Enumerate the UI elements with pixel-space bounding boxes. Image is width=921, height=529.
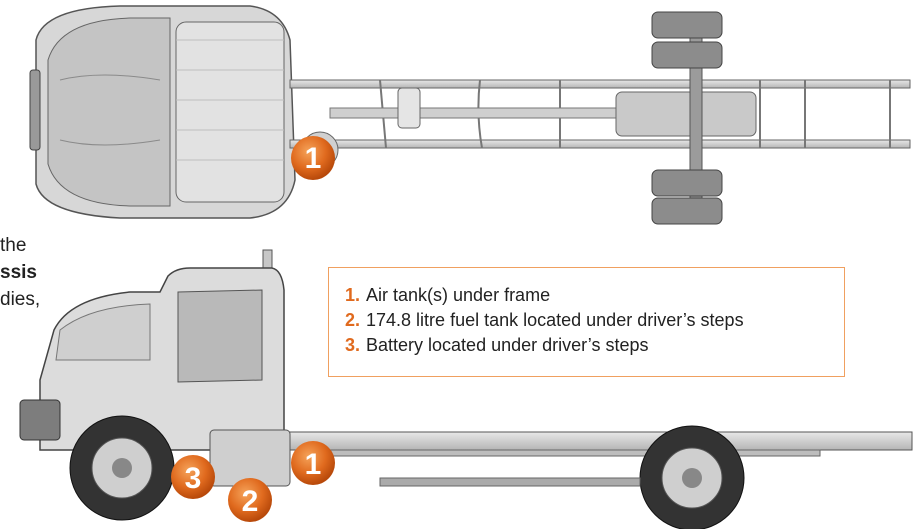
- legend-item-1-text: Air tank(s) under frame: [366, 285, 551, 305]
- marker-2-side: 2: [228, 478, 272, 522]
- text-fragment-2: ssis: [0, 262, 37, 283]
- legend-item-3-number: 3.: [345, 335, 361, 355]
- marker-2-side-label: 2: [242, 485, 259, 518]
- marker-1-top-label: 1: [305, 142, 322, 175]
- legend-item-2-number: 2.: [345, 310, 361, 330]
- legend-item-2: 2.174.8 litre fuel tank located under dr…: [345, 308, 844, 333]
- marker-1-side-label: 1: [305, 448, 322, 481]
- legend-item-2-text: 174.8 litre fuel tank located under driv…: [366, 310, 744, 330]
- marker-1-top: 1: [291, 136, 335, 180]
- legend-box: 1.Air tank(s) under frame 2.174.8 litre …: [328, 267, 845, 377]
- legend-item-1-number: 1.: [345, 285, 361, 305]
- legend-item-3-text: Battery located under driver’s steps: [366, 335, 649, 355]
- marker-3-side: 3: [171, 455, 215, 499]
- text-fragment-3: dies,: [0, 289, 41, 310]
- truck-side-view: [19, 249, 913, 529]
- text-fragment-1: the: [0, 235, 27, 256]
- legend-item-3: 3.Battery located under driver’s steps: [345, 333, 844, 358]
- legend-item-1: 1.Air tank(s) under frame: [345, 283, 844, 308]
- truck-top-view: [29, 5, 911, 225]
- marker-3-side-label: 3: [185, 462, 202, 495]
- marker-1-side: 1: [291, 441, 335, 485]
